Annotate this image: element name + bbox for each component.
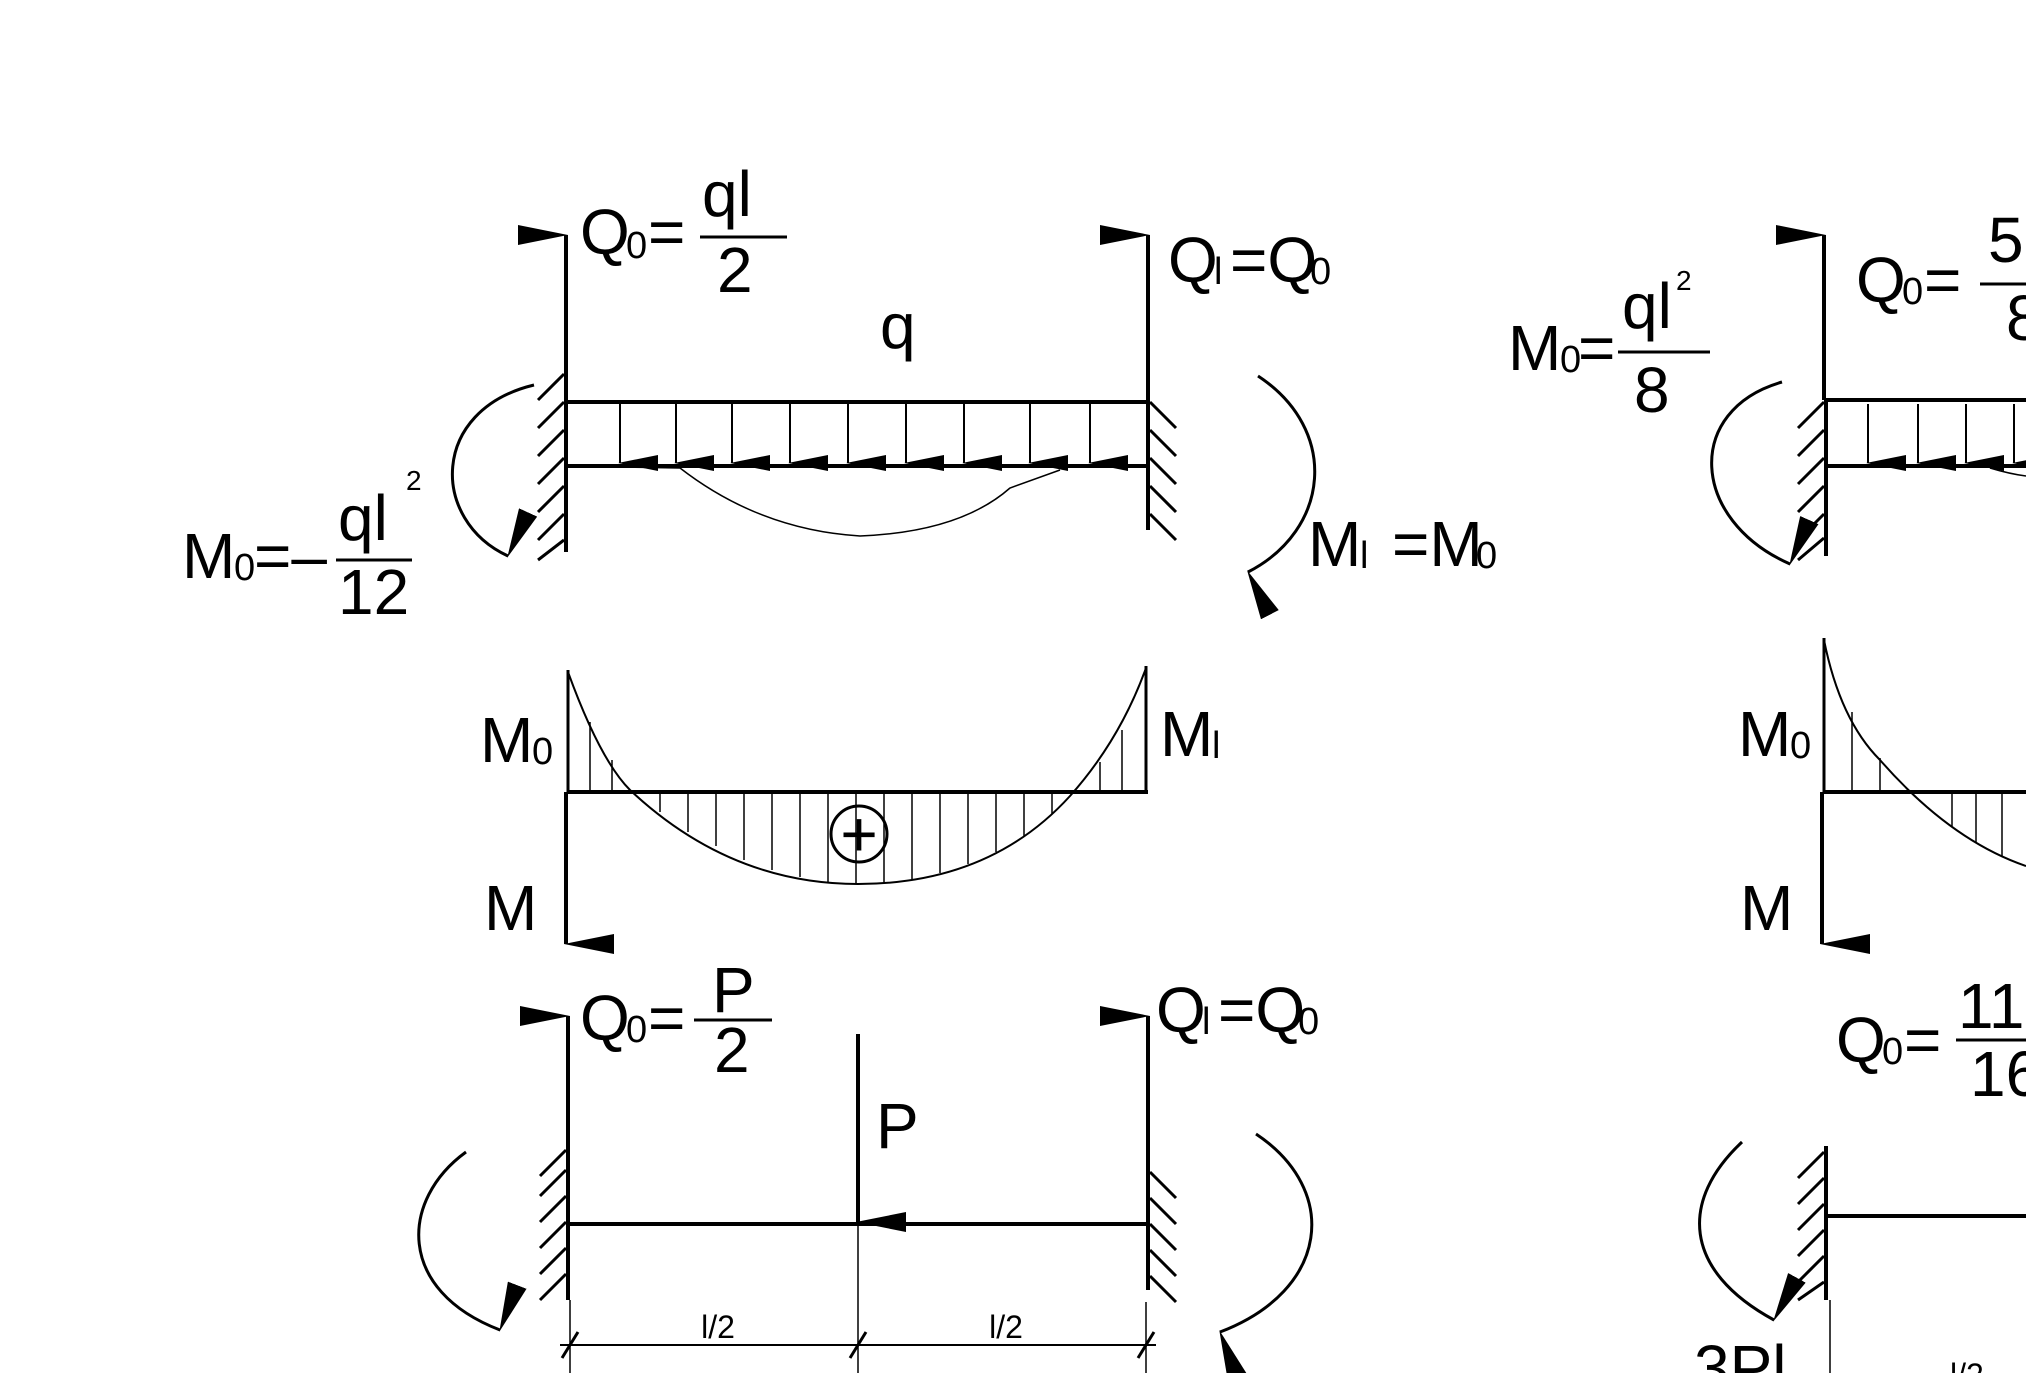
svg-text:Q: Q: [1836, 1004, 1886, 1076]
bending-moment-diagram: + M 0 M l M: [480, 666, 1220, 954]
positive-sign-circle: +: [829, 798, 889, 870]
svg-text:=Q: =Q: [1230, 224, 1317, 296]
span-dimension: [560, 1224, 1156, 1373]
svg-text:Q: Q: [580, 196, 630, 268]
svg-text:=: =: [1578, 312, 1615, 384]
q0-reaction-label-2: Q 0 = P 2: [580, 954, 772, 1086]
svg-text:M: M: [480, 704, 533, 776]
svg-text:Q: Q: [1156, 974, 1206, 1046]
svg-text:l: l: [1212, 725, 1220, 767]
svg-text:0: 0: [1560, 339, 1581, 381]
deflection-curve: [565, 465, 1061, 537]
load-intensity-label: q: [880, 290, 916, 362]
svg-text:Q: Q: [1856, 244, 1906, 316]
svg-text:=–: =–: [254, 520, 327, 592]
svg-text:Q: Q: [1168, 224, 1218, 296]
svg-text:0: 0: [1476, 535, 1497, 577]
svg-text:0: 0: [1902, 271, 1923, 313]
svg-text:0: 0: [532, 731, 553, 773]
svg-text:16: 16: [1970, 1038, 2026, 1110]
right-moment-axis-label: M: [1740, 872, 1793, 944]
svg-text:=: =: [1924, 244, 1961, 316]
right-dim-label: l/2: [1950, 1357, 1984, 1373]
left-moment-arrow-2: [417, 1150, 527, 1332]
svg-text:2: 2: [717, 234, 753, 306]
left-wall-hatch-2: [538, 1148, 568, 1302]
dim-left-label: l/2: [701, 1309, 735, 1345]
right-column-diagrams: M 0 = ql 2 8 Q 0 = 5q 8 M 0: [1508, 204, 2026, 1373]
svg-text:12: 12: [338, 556, 409, 628]
svg-text:8: 8: [1634, 354, 1670, 426]
svg-text:0: 0: [626, 1009, 647, 1051]
right-q0-bottom-label: Q 0 = 11P 16: [1836, 970, 2026, 1110]
right-q0-top-label: Q 0 = 5q 8: [1856, 204, 2026, 354]
svg-text:M: M: [1508, 312, 1561, 384]
ml-fixed-end-moment-label: M l =M 0: [1308, 508, 1497, 580]
svg-text:0: 0: [234, 547, 255, 589]
right-wall-hatch: [1148, 400, 1178, 542]
svg-text:0: 0: [1298, 1001, 1319, 1043]
distributed-load-arrows: [618, 404, 1128, 471]
svg-text:ql: ql: [1622, 270, 1672, 342]
svg-text:0: 0: [1790, 725, 1811, 767]
svg-text:=M: =M: [1392, 508, 1483, 580]
ql-reaction-label-2: Q l =Q 0: [1156, 974, 1319, 1046]
q0-reaction-label: Q 0 = ql 2: [580, 158, 787, 306]
beam: [564, 400, 1148, 552]
right-wall-hatch-2: [1148, 1170, 1178, 1304]
right-moment-bottom-label: 3Pl: [1694, 1332, 1787, 1373]
svg-text:l: l: [1202, 1001, 1210, 1043]
svg-text:5q: 5q: [1988, 204, 2026, 276]
moment-m0-label: M 0: [480, 704, 553, 776]
svg-text:=: =: [1904, 1004, 1941, 1076]
svg-text:ql: ql: [338, 482, 388, 554]
svg-text:P: P: [712, 954, 755, 1026]
svg-text:M: M: [1160, 698, 1213, 770]
left-moment-arrow: [451, 383, 538, 558]
right-moment-arrow: [1247, 374, 1317, 620]
beam-uniform-load-diagram: Q 0 = ql 2 Q l =Q 0 q M 0 =– ql 2 12 M l…: [182, 158, 1497, 628]
svg-text:=Q: =Q: [1218, 974, 1305, 1046]
svg-text:M: M: [1738, 698, 1791, 770]
svg-text:l: l: [1360, 535, 1368, 577]
svg-text:l: l: [1214, 251, 1222, 293]
svg-text:=: =: [648, 196, 685, 268]
svg-text:M: M: [182, 520, 235, 592]
svg-text:ql: ql: [702, 158, 752, 230]
svg-text:2: 2: [714, 1014, 750, 1086]
svg-text:0: 0: [1310, 251, 1331, 293]
svg-text:2: 2: [1676, 265, 1692, 296]
svg-text:0: 0: [626, 225, 647, 267]
moment-ml-label: M l: [1160, 698, 1220, 770]
point-load-label: P: [876, 1090, 919, 1162]
ql-reaction-label: Q l =Q 0: [1168, 224, 1331, 296]
left-wall-hatch: [536, 372, 566, 562]
svg-text:Q: Q: [580, 982, 630, 1054]
svg-text:M: M: [1308, 508, 1361, 580]
svg-text:11P: 11P: [1958, 970, 2026, 1042]
svg-text:+: +: [840, 798, 877, 870]
svg-text:=: =: [648, 982, 685, 1054]
svg-text:8: 8: [2006, 282, 2026, 354]
right-moment-arrow-2: [1219, 1132, 1314, 1373]
svg-text:2: 2: [406, 465, 422, 496]
m0-fixed-end-moment-label: M 0 =– ql 2 12: [182, 465, 422, 628]
right-m0-label: M 0 = ql 2 8: [1508, 265, 1710, 426]
moment-axis-label: M: [484, 872, 537, 944]
svg-text:0: 0: [1882, 1031, 1903, 1073]
beam-point-load-diagram: l/2 l/2 Q 0 = P 2 Q l =Q 0 P: [417, 954, 1319, 1373]
moment-parabola: [567, 667, 1147, 886]
right-moment-m0-label: M 0: [1738, 698, 1811, 770]
dim-right-label: l/2: [989, 1309, 1023, 1345]
